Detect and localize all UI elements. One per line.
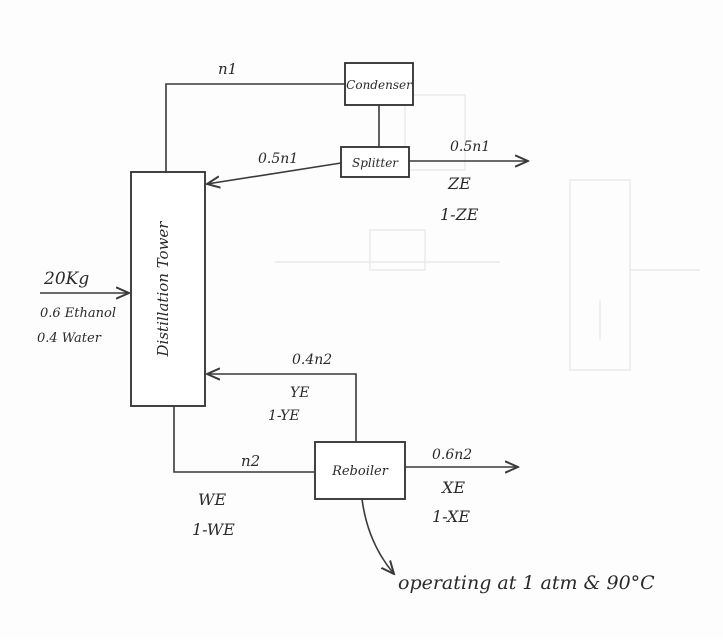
stream-labels: n1 0.5n1 0.5n1 ZE 1-ZE 0.4n2 YE 1-YE n2 … [192, 60, 490, 539]
top-vapor-line [165, 83, 345, 172]
splitter-unit: Splitter [340, 146, 410, 178]
feed-amount-label: 20Kg [43, 269, 89, 289]
condenser-box [344, 62, 414, 106]
feed-labels: 20Kg 0.6 Ethanol 0.4 Water [37, 269, 116, 346]
boilup-label: 0.4n2 [292, 352, 332, 368]
feed-ethanol-label: 0.6 Ethanol [40, 306, 116, 321]
reflux-label: 0.5n1 [258, 151, 298, 167]
paper-bleed-through [275, 94, 700, 371]
bottoms-product-comp2-label: 1-XE [432, 507, 470, 526]
boilup-comp1-label: YE [290, 385, 309, 401]
splitter-box [340, 146, 410, 178]
operating-note-pointer [361, 498, 394, 574]
distillation-tower-unit: Distillation Tower [130, 171, 206, 407]
bottoms-liquid-comp1-label: WE [198, 490, 226, 509]
operating-conditions-note: operating at 1 atm & 90°C [398, 572, 655, 594]
boilup-arrow [207, 374, 357, 442]
condenser-unit: Condenser [344, 62, 414, 106]
distillate-label: 0.5n1 [450, 139, 490, 155]
stream-lines [40, 83, 528, 574]
top-vapor-label: n1 [218, 60, 237, 78]
condenser-label: Condenser [346, 78, 413, 92]
splitter-label: Splitter [352, 156, 399, 170]
reboiler-box [314, 441, 406, 500]
boilup-comp2-label: 1-YE [268, 408, 300, 424]
bottoms-product-comp1-label: XE [440, 478, 465, 497]
reboiler-label: Reboiler [331, 464, 389, 479]
tower-label: Distillation Tower [154, 221, 172, 358]
bottoms-liquid-label: n2 [241, 452, 260, 470]
bottoms-liquid-line [173, 406, 315, 473]
distillate-comp2-label: 1-ZE [440, 205, 479, 224]
tower-box [130, 171, 206, 407]
distillate-comp1-label: ZE [447, 174, 471, 193]
bottoms-product-label: 0.6n2 [432, 447, 472, 463]
bottoms-liquid-comp2-label: 1-WE [192, 520, 235, 539]
reboiler-unit: Reboiler [314, 441, 406, 500]
reflux-arrow [207, 162, 342, 184]
feed-water-label: 0.4 Water [37, 331, 102, 346]
